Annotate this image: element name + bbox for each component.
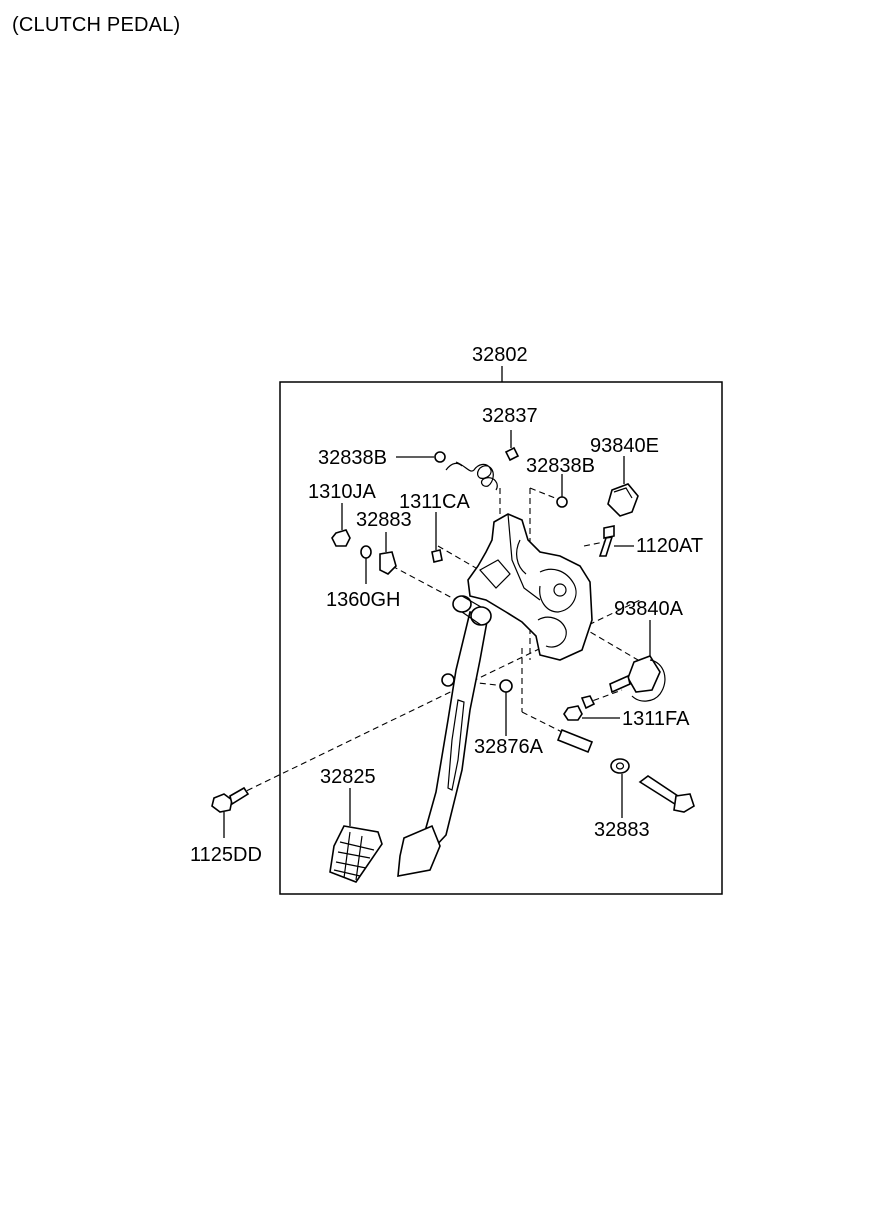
label-1311FA: 1311FA — [622, 708, 690, 730]
clip-shape — [431, 549, 443, 563]
switch-mid-part — [609, 620, 666, 702]
label-1125DD: 1125DD — [190, 844, 262, 866]
nut-right-shape — [563, 705, 583, 721]
label-32883-bottom: 32883 — [594, 819, 650, 841]
bushing-left-shape — [434, 451, 446, 463]
nut-right-shape-2 — [580, 695, 596, 710]
pedal-pad-part — [329, 825, 383, 883]
pin-part — [499, 679, 594, 754]
bushing-bottom-part — [610, 758, 695, 818]
page-title: (CLUTCH PEDAL) — [12, 14, 181, 36]
nut-left-shape — [331, 529, 351, 547]
label-1360GH: 1360GH — [326, 589, 401, 611]
label-32802: 32802 — [472, 344, 528, 366]
pedal-arm — [397, 595, 492, 877]
clip-32837 — [504, 446, 520, 462]
return-spring-part — [445, 461, 498, 491]
label-32825: 32825 — [320, 766, 376, 788]
bolt-left-part — [211, 786, 250, 838]
label-1311CA: 1311CA — [399, 491, 470, 513]
bushing-right-shape — [556, 496, 568, 508]
label-93840E: 93840E — [590, 435, 659, 457]
label-32876A: 32876A — [474, 736, 544, 758]
switch-top-part — [607, 456, 639, 517]
assembly-frame — [279, 381, 723, 895]
label-93840A: 93840A — [614, 598, 684, 620]
label-1310JA: 1310JA — [308, 481, 376, 503]
label-1120AT: 1120AT — [636, 535, 703, 557]
label-32838B-left: 32838B — [318, 447, 387, 469]
bushing-mid-shape — [379, 551, 397, 575]
bolt-right-part — [598, 525, 634, 557]
washer-shape — [360, 545, 372, 559]
label-32883-mid: 32883 — [356, 509, 412, 531]
label-32838B-right: 32838B — [526, 455, 595, 477]
label-32837: 32837 — [482, 405, 538, 427]
pedal-bracket — [467, 513, 593, 661]
